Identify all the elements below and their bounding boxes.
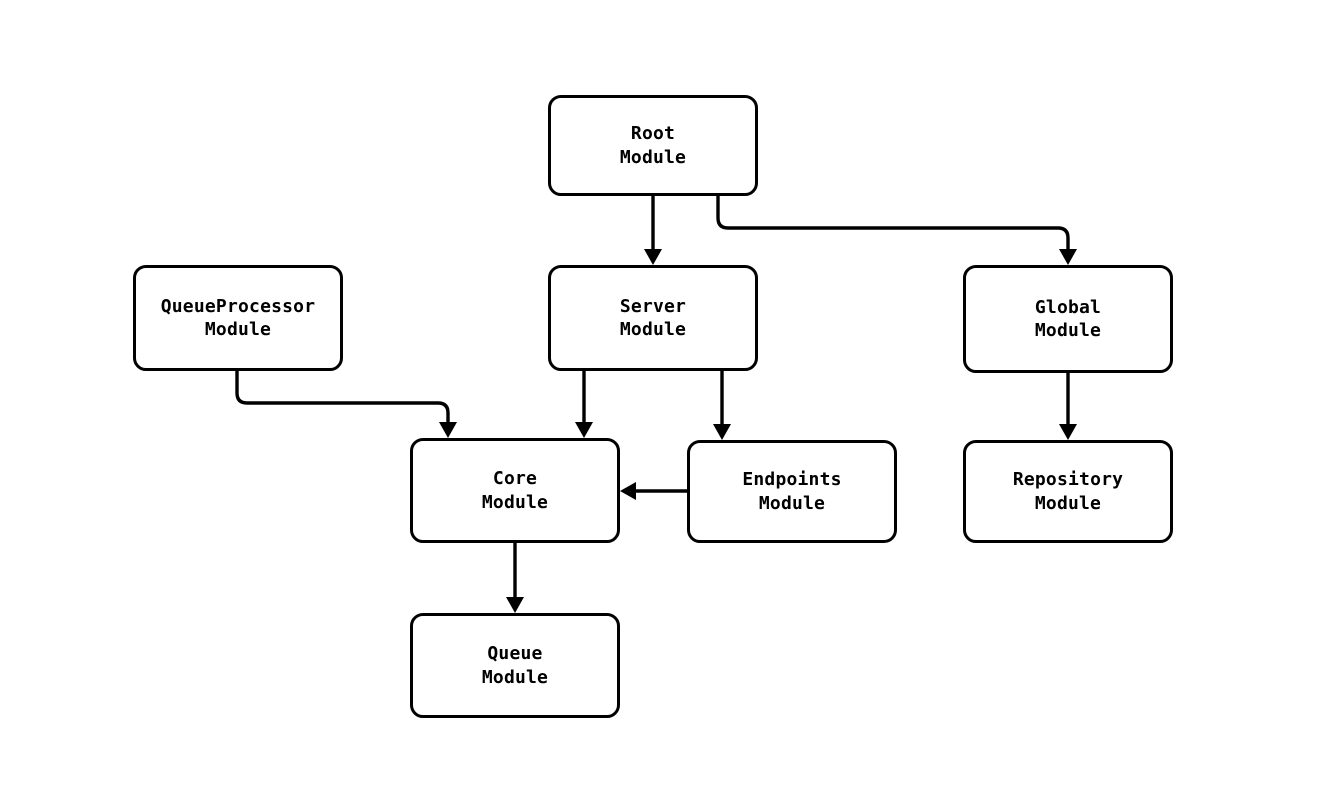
edge-root-to-global [716, 196, 1077, 265]
node-root[interactable]: Root Module [548, 95, 758, 196]
arrowhead [713, 424, 731, 440]
arrowhead [506, 597, 524, 613]
node-repository[interactable]: Repository Module [963, 440, 1173, 543]
node-label-queue: Queue Module [481, 643, 549, 688]
node-label-global: Global Module [1034, 296, 1102, 341]
node-core[interactable]: Core Module [410, 438, 620, 543]
arrowhead [439, 422, 457, 438]
edge-queueprocessor-to-core [235, 371, 457, 438]
node-label-core: Core Module [481, 468, 549, 513]
edge-server-to-core [575, 371, 593, 438]
node-queueprocessor[interactable]: QueueProcessor Module [133, 265, 343, 371]
node-label-queueprocessor: QueueProcessor Module [160, 295, 316, 340]
node-label-repository: Repository Module [1012, 469, 1124, 514]
node-label-server: Server Module [619, 295, 687, 340]
arrowhead [644, 249, 662, 265]
edge-core-to-queue [506, 543, 524, 613]
node-server[interactable]: Server Module [548, 265, 758, 371]
node-global[interactable]: Global Module [963, 265, 1173, 373]
edge-endpoints-to-core [620, 482, 687, 500]
node-label-endpoints: Endpoints Module [742, 469, 842, 514]
node-endpoints[interactable]: Endpoints Module [687, 440, 897, 543]
node-queue[interactable]: Queue Module [410, 613, 620, 718]
edge-root-to-server [644, 196, 662, 265]
arrowhead [620, 482, 636, 500]
arrowhead [1059, 424, 1077, 440]
node-label-root: Root Module [619, 123, 687, 168]
edge-global-to-repository [1059, 373, 1077, 440]
arrowhead [575, 422, 593, 438]
arrowhead [1059, 249, 1077, 265]
edge-server-to-endpoints [713, 371, 731, 440]
